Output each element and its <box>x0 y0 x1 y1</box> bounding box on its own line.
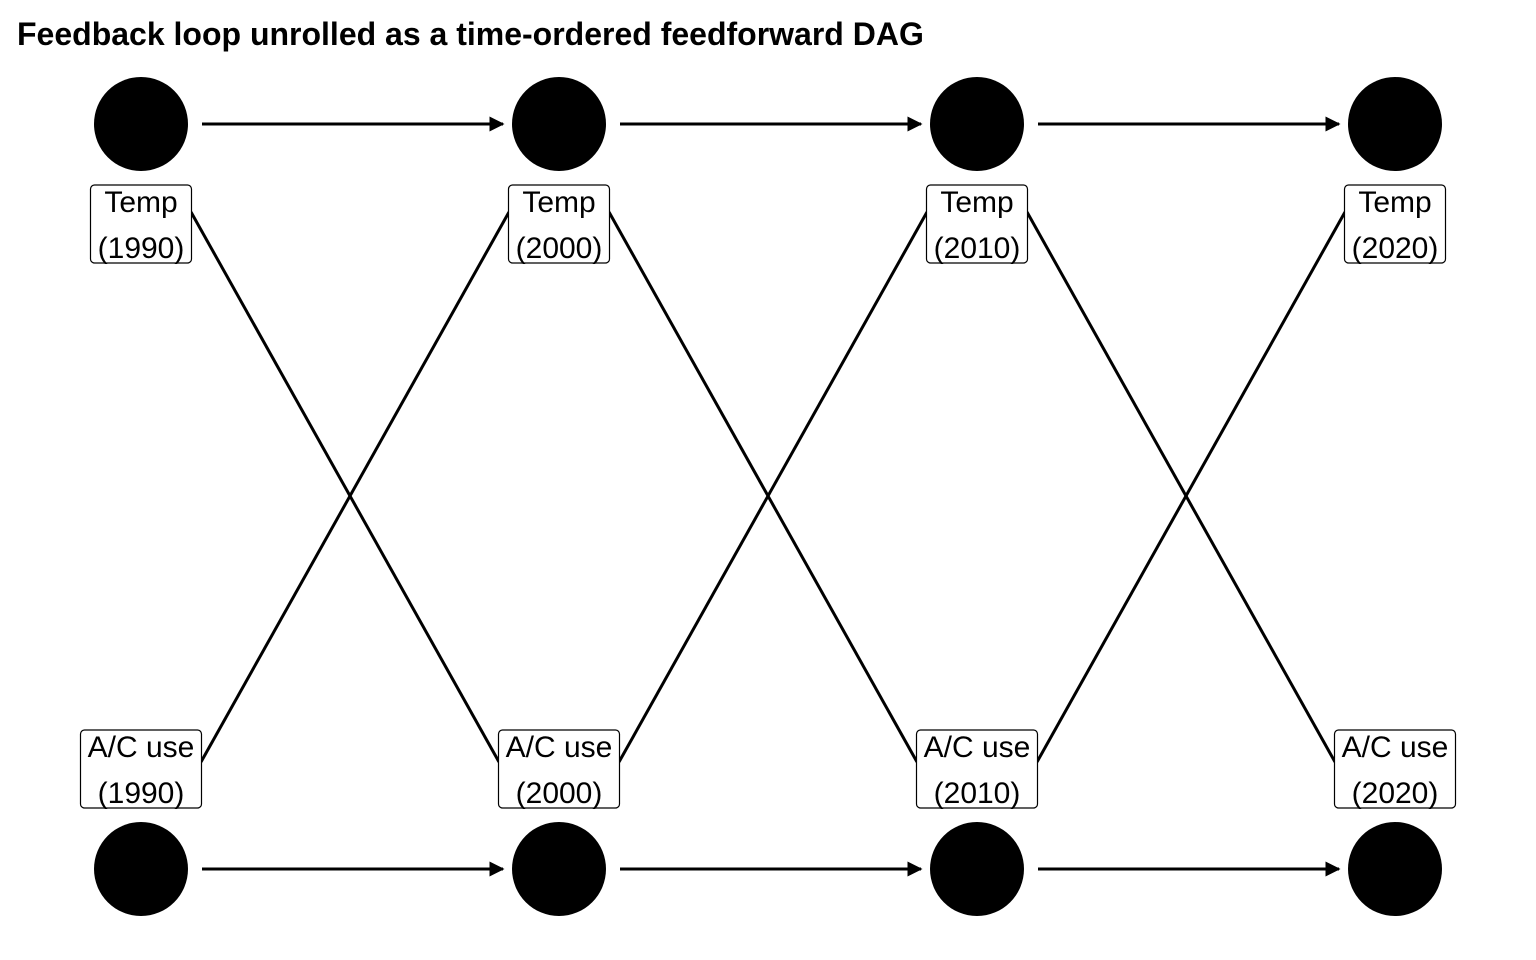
label-box <box>497 729 621 809</box>
edges-layer <box>189 116 1347 877</box>
edge-temp_2010-to-ac_2020 <box>1025 211 1337 763</box>
node-temp_2020 <box>1348 77 1442 171</box>
label-year: (2020) <box>1352 777 1439 810</box>
label-variable: Temp <box>1358 186 1431 219</box>
label-variable: Temp <box>940 186 1013 219</box>
node-label-temp_2020: Temp (2020) <box>1343 184 1447 265</box>
label-variable: A/C use <box>506 731 613 764</box>
label-year: (1990) <box>98 232 185 265</box>
label-year: (2000) <box>516 777 603 810</box>
label-box <box>915 729 1039 809</box>
label-box <box>1333 729 1457 809</box>
edge-ac_2000-to-temp_2010 <box>617 211 929 763</box>
edge-ac_2010-to-temp_2020 <box>1035 211 1347 763</box>
node-ac_2010 <box>930 822 1024 916</box>
edge-ac_1990-to-temp_2000 <box>199 211 511 763</box>
node-ac_1990 <box>94 822 188 916</box>
label-box <box>925 184 1029 264</box>
node-label-temp_1990: Temp (1990) <box>89 184 193 265</box>
node-label-ac_1990: A/C use (1990) <box>79 729 203 810</box>
label-box <box>89 184 193 264</box>
label-variable: A/C use <box>924 731 1031 764</box>
label-box <box>507 184 611 264</box>
label-variable: Temp <box>104 186 177 219</box>
label-year: (2020) <box>1352 232 1439 265</box>
node-label-ac_2010: A/C use (2010) <box>915 729 1039 810</box>
label-variable: A/C use <box>88 731 195 764</box>
node-label-ac_2020: A/C use (2020) <box>1333 729 1457 810</box>
label-year: (2000) <box>516 232 603 265</box>
label-box <box>79 729 203 809</box>
node-temp_1990 <box>94 77 188 171</box>
label-year: (2010) <box>934 777 1021 810</box>
node-label-ac_2000: A/C use (2000) <box>497 729 621 810</box>
diagram-title: Feedback loop unrolled as a time-ordered… <box>17 16 924 52</box>
label-variable: A/C use <box>1342 731 1449 764</box>
node-label-temp_2010: Temp (2010) <box>925 184 1029 265</box>
labels-layer: Temp (1990) Temp (2000) Temp (2010) Temp (2020)… <box>79 184 1457 810</box>
node-label-temp_2000: Temp (2000) <box>507 184 611 265</box>
label-box <box>1343 184 1447 264</box>
node-temp_2010 <box>930 77 1024 171</box>
edge-temp_2000-to-ac_2010 <box>607 211 919 763</box>
label-year: (2010) <box>934 232 1021 265</box>
node-temp_2000 <box>512 77 606 171</box>
edge-temp_1990-to-ac_2000 <box>189 211 501 763</box>
label-variable: Temp <box>522 186 595 219</box>
node-ac_2020 <box>1348 822 1442 916</box>
nodes-layer <box>94 77 1442 916</box>
node-ac_2000 <box>512 822 606 916</box>
label-year: (1990) <box>98 777 185 810</box>
